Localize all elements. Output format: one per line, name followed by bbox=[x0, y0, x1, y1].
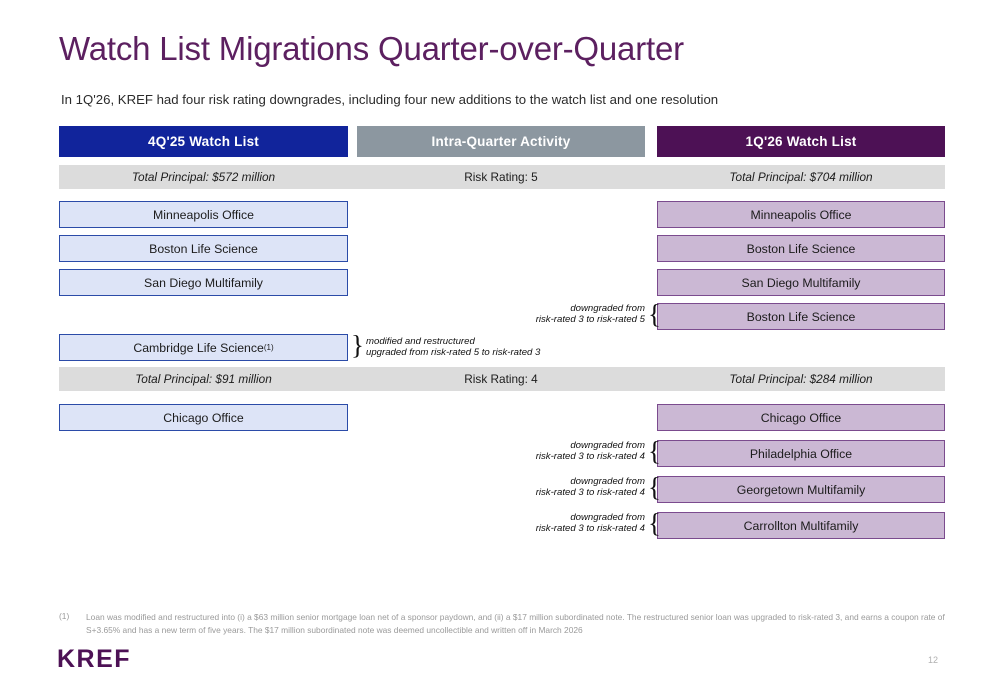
deal-box-right-philadelphia-office[interactable]: Philadelphia Office bbox=[657, 440, 945, 467]
annotation-downgrade-carrollton-line1: downgraded from bbox=[570, 512, 645, 523]
annotation-cambridge-line1: modified and restructured bbox=[366, 336, 475, 347]
deal-box-left-boston-life-science[interactable]: Boston Life Science bbox=[59, 235, 348, 262]
annotation-downgrade-carrollton-line2: risk-rated 3 to risk-rated 4 bbox=[535, 523, 645, 535]
annotation-downgrade-georgetown-line2: risk-rated 3 to risk-rated 4 bbox=[535, 487, 645, 499]
annotation-downgrade-to-5-line1: downgraded from bbox=[570, 303, 645, 314]
annotation-downgrade-carrollton: downgraded from risk-rated 3 to risk-rat… bbox=[440, 512, 645, 535]
deal-box-right-georgetown-multifamily[interactable]: Georgetown Multifamily bbox=[657, 476, 945, 503]
page-subtitle: In 1Q'26, KREF had four risk rating down… bbox=[61, 92, 719, 107]
column-header-intra: Intra-Quarter Activity bbox=[357, 126, 645, 157]
annotation-downgrade-to-5: downgraded from risk-rated 3 to risk-rat… bbox=[440, 303, 645, 326]
column-header-4q25: 4Q'25 Watch List bbox=[59, 126, 348, 157]
footnote-marker-superscript: (1) bbox=[263, 343, 274, 352]
deal-box-left-cambridge-life-science[interactable]: Cambridge Life Science(1) bbox=[59, 334, 348, 361]
right-total-principal-risk-5: Total Principal: $704 million bbox=[729, 170, 873, 184]
deal-box-right-boston-life-science[interactable]: Boston Life Science bbox=[657, 235, 945, 262]
brace-icon-downgrade-carrollton: { bbox=[648, 508, 661, 538]
deal-box-right-minneapolis-office[interactable]: Minneapolis Office bbox=[657, 201, 945, 228]
deal-box-right-san-diego-multifamily[interactable]: San Diego Multifamily bbox=[657, 269, 945, 296]
section-strip-risk-4: Total Principal: $91 million Risk Rating… bbox=[59, 367, 945, 391]
footnote-text: Loan was modified and restructured into … bbox=[86, 612, 945, 636]
brace-icon-downgrade-to-5: { bbox=[648, 299, 661, 329]
deal-box-left-cambridge-label: Cambridge Life Science bbox=[133, 340, 264, 355]
annotation-downgrade-to-5-line2: risk-rated 3 to risk-rated 5 bbox=[535, 314, 645, 326]
annotation-downgrade-georgetown-line1: downgraded from bbox=[570, 476, 645, 487]
page-number: 12 bbox=[928, 655, 939, 665]
risk-rating-label-5: Risk Rating: 5 bbox=[464, 170, 538, 184]
left-total-principal-risk-5: Total Principal: $572 million bbox=[131, 170, 276, 184]
annotation-cambridge-modified: modified and restructured upgraded from … bbox=[366, 336, 540, 359]
deal-box-left-chicago-office[interactable]: Chicago Office bbox=[59, 404, 348, 431]
column-header-1q26: 1Q'26 Watch List bbox=[657, 126, 945, 157]
annotation-cambridge-line2: upgraded from risk-rated 5 to risk-rated… bbox=[366, 347, 541, 359]
footnote-marker: (1) bbox=[59, 611, 70, 621]
annotation-downgrade-georgetown: downgraded from risk-rated 3 to risk-rat… bbox=[440, 476, 645, 499]
page-title: Watch List Migrations Quarter-over-Quart… bbox=[59, 30, 684, 67]
deal-box-right-boston-life-science-new[interactable]: Boston Life Science bbox=[657, 303, 945, 330]
deal-box-left-san-diego-multifamily[interactable]: San Diego Multifamily bbox=[59, 269, 348, 296]
annotation-downgrade-philadelphia: downgraded from risk-rated 3 to risk-rat… bbox=[440, 440, 645, 463]
risk-rating-label-4: Risk Rating: 4 bbox=[464, 372, 538, 386]
kref-logo: KREF bbox=[57, 645, 132, 673]
deal-box-right-chicago-office[interactable]: Chicago Office bbox=[657, 404, 945, 431]
brace-icon-cambridge: } bbox=[351, 330, 364, 360]
annotation-downgrade-philadelphia-line1: downgraded from bbox=[570, 440, 645, 451]
annotation-downgrade-philadelphia-line2: risk-rated 3 to risk-rated 4 bbox=[535, 451, 645, 463]
section-strip-risk-5: Total Principal: $572 million Risk Ratin… bbox=[59, 165, 945, 189]
brace-icon-downgrade-georgetown: { bbox=[648, 472, 661, 502]
deal-box-right-carrollton-multifamily[interactable]: Carrollton Multifamily bbox=[657, 512, 945, 539]
left-total-principal-risk-4: Total Principal: $91 million bbox=[135, 372, 272, 386]
deal-box-left-minneapolis-office[interactable]: Minneapolis Office bbox=[59, 201, 348, 228]
right-total-principal-risk-4: Total Principal: $284 million bbox=[729, 372, 873, 386]
brace-icon-downgrade-philadelphia: { bbox=[648, 436, 661, 466]
